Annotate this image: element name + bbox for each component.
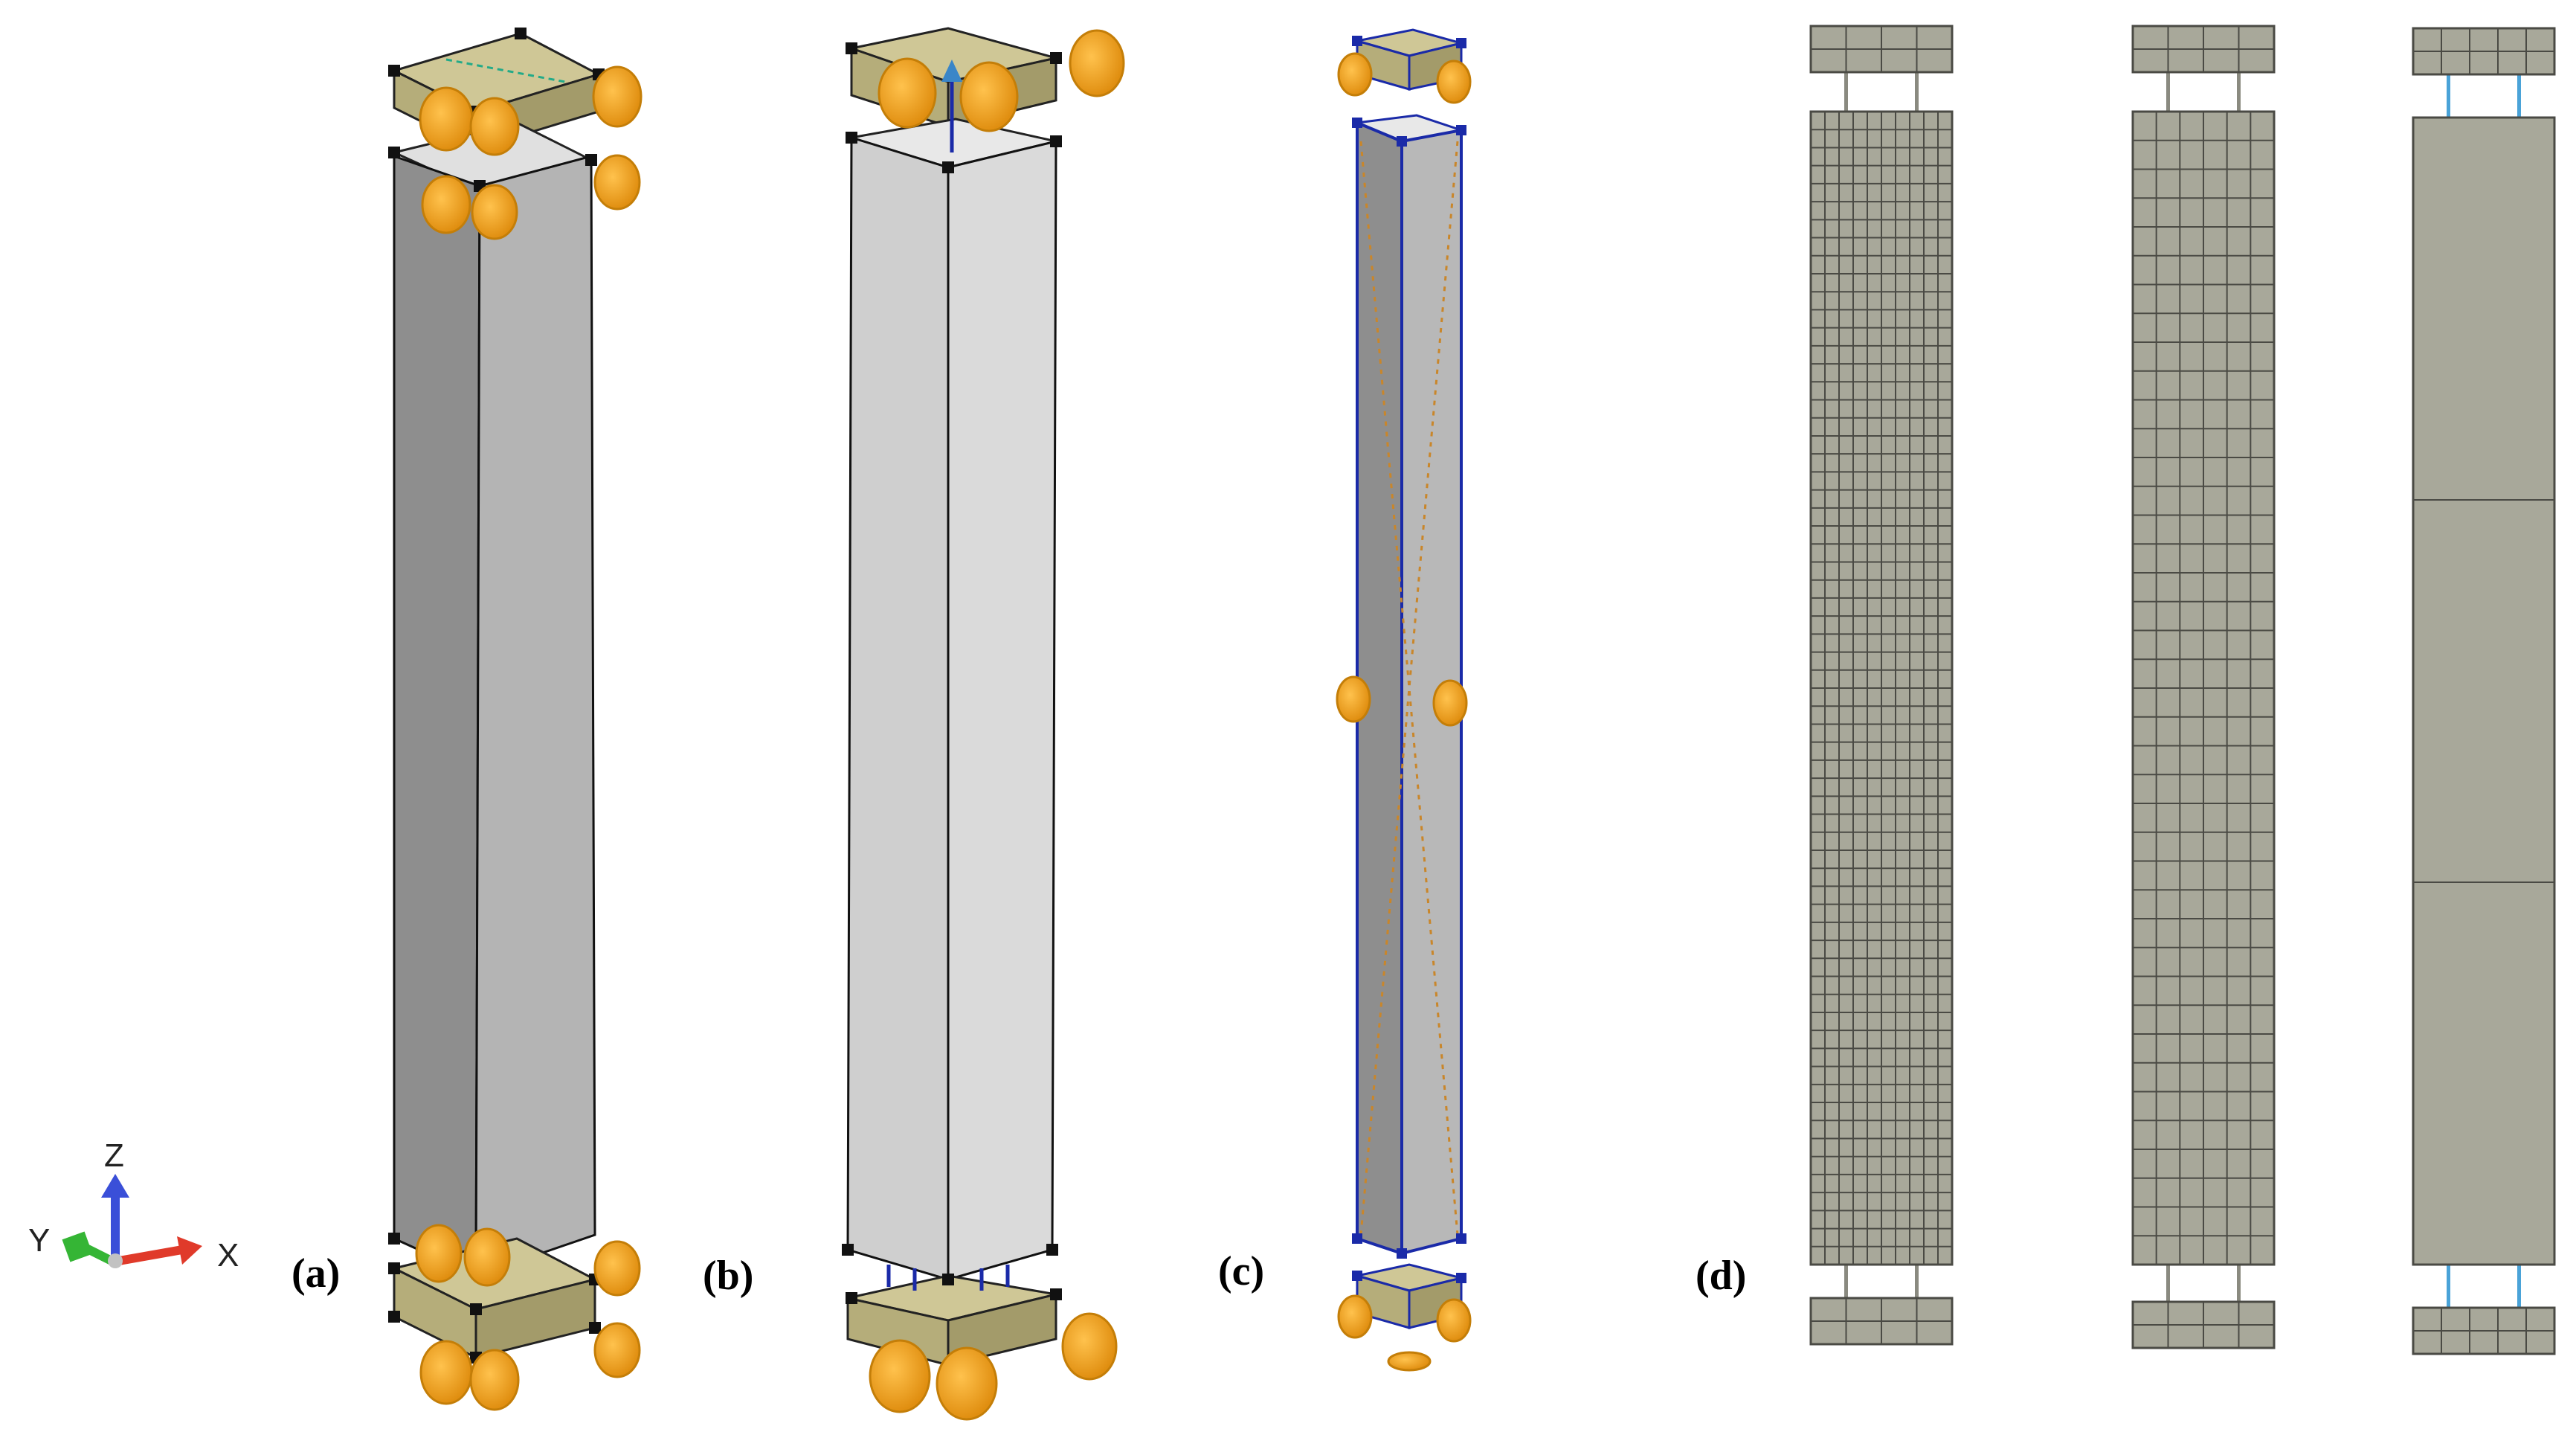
triad-origin [108,1253,123,1268]
panel-c-node-markers [1352,36,1466,1283]
mesh-model-3-column [2412,116,2556,1266]
mesh-model-1 [1809,25,1954,1346]
mesh-model-2-bottom-plate-gridlines [2133,1302,2274,1348]
panel-b-support-icons [869,29,1125,1421]
triad-x-axis [117,1245,184,1265]
panel-a-column-left-face [393,154,481,1278]
panel-d-label: (d) [1696,1253,1746,1299]
panel-b-bottom-springs [886,1265,1010,1291]
mesh-model-2 [2131,25,2276,1349]
panel-a-column-model [388,28,643,1411]
panel-b-node-markers [842,42,1062,1304]
panel-d-mesh-models [1809,25,2556,1355]
panel-b-column-right-face [947,140,1057,1281]
panel-c-column-model [1336,28,1472,1372]
mesh-model-1-column-gridlines [1811,112,1952,1265]
mesh-model-3 [2412,27,2556,1355]
panel-a-support-icons [415,65,643,1411]
triad-x-label: X [217,1237,239,1274]
mesh-model-3-top-plate-gridlines [2413,28,2554,74]
coordinate-triad: Z Y X [28,1137,239,1274]
panel-b-column-model [842,27,1125,1421]
triad-y-label: Y [28,1222,50,1259]
panel-b-load-arrow [941,60,962,152]
triad-x-arrowhead [177,1236,202,1265]
mesh-model-2-column-gridlines [2133,112,2274,1265]
triad-z-label: Z [104,1137,124,1174]
triad-y-arrowhead [62,1231,93,1262]
panel-b-column-left-face [846,135,950,1282]
mesh-model-3-bottom-plate-gridlines [2413,1308,2554,1354]
mesh-model-2-top-plate-gridlines [2133,26,2274,72]
panel-a-column-right-face [474,155,596,1278]
panel-c-label: (c) [1218,1248,1264,1294]
triad-z-arrowhead [101,1174,129,1198]
panel-a-label: (a) [292,1250,340,1297]
mesh-model-3-column-gridlines [2413,499,2554,883]
panel-c-support-icons [1336,52,1472,1372]
panel-b-label: (b) [703,1253,753,1299]
mesh-model-1-bottom-plate-gridlines [1811,1298,1952,1344]
mesh-model-1-top-plate-gridlines [1811,26,1952,72]
